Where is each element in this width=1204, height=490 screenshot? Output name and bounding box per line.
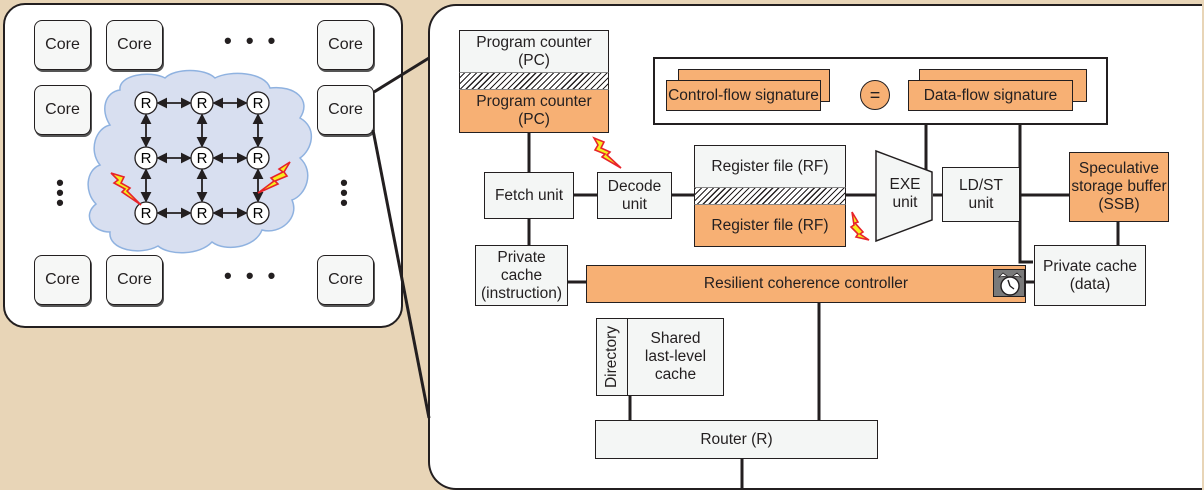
router-node-label: R: [141, 205, 152, 222]
router-node[interactable]: [190, 146, 214, 170]
router-node-label: R: [253, 95, 264, 112]
private-cache-data[interactable]: Private cache (data): [1034, 245, 1146, 306]
router-node[interactable]: [134, 146, 158, 170]
register-file-primary[interactable]: Register file (RF): [694, 145, 846, 187]
speculative-storage-buffer[interactable]: Speculative storage buffer (SSB): [1069, 152, 1169, 222]
decode-label-2: unit: [622, 195, 647, 213]
core-r2cn-selected[interactable]: Core: [317, 85, 374, 135]
ldst-unit[interactable]: LD/ST unit: [942, 167, 1020, 222]
core-r1c2[interactable]: Core: [106, 20, 163, 70]
core-rncn[interactable]: Core: [317, 255, 374, 305]
core-label: Core: [328, 101, 363, 118]
horizontal-ellipsis-top: • • •: [224, 28, 280, 53]
ssb-label-3: (SSB): [1098, 196, 1140, 213]
core-r1c1[interactable]: Core: [34, 20, 91, 70]
register-file-redundant[interactable]: Register file (RF): [694, 205, 846, 247]
llc-label-3: cache: [654, 366, 697, 383]
router-node[interactable]: [246, 201, 270, 225]
exe-unit[interactable]: EXE unit: [876, 176, 934, 216]
compare-equal-icon: =: [860, 80, 890, 110]
router-node[interactable]: [190, 91, 214, 115]
router-node-label: R: [141, 150, 152, 167]
vertical-ellipsis-right: •••: [340, 170, 348, 215]
core-label: Core: [45, 271, 80, 288]
router-node[interactable]: [134, 201, 158, 225]
fetch-unit[interactable]: Fetch unit: [484, 172, 574, 219]
router-node[interactable]: [246, 91, 270, 115]
icache-label-2: (instruction): [481, 284, 562, 302]
equal-symbol: =: [869, 84, 881, 105]
dcache-label-2: (data): [1069, 275, 1111, 293]
zoom-connector-top: [373, 56, 430, 94]
alarm-clock-glyph: [997, 272, 1023, 296]
router-node-label: R: [253, 205, 264, 222]
router-node-label: R: [197, 205, 208, 222]
lightning-bolt-icon: [257, 161, 291, 194]
vertical-ellipsis-left: •••: [56, 170, 64, 215]
horizontal-ellipsis-bottom: • • •: [224, 263, 280, 288]
ssb-label-2: storage buffer: [1071, 178, 1167, 195]
core-label: Core: [117, 271, 152, 288]
lightning-bolt-icon: [592, 136, 622, 169]
router-node-label: R: [253, 150, 264, 167]
router-node[interactable]: [246, 146, 270, 170]
resilient-coherence-controller[interactable]: Resilient coherence controller: [586, 265, 1026, 303]
core-rnc2[interactable]: Core: [106, 255, 163, 305]
program-counter-primary[interactable]: Program counter (PC): [459, 30, 609, 72]
data-flow-signature[interactable]: Data-flow signature: [908, 80, 1073, 111]
alarm-clock-icon: [993, 269, 1025, 297]
ldst-label-1: LD/ST: [959, 176, 1003, 194]
core-label: Core: [45, 101, 80, 118]
decode-label-1: Decode: [607, 177, 662, 195]
core-label: Core: [328, 36, 363, 53]
dcache-label-1: Private cache: [1043, 257, 1137, 275]
core-label: Core: [45, 36, 80, 53]
program-counter-redundant[interactable]: Program counter (PC): [459, 90, 609, 133]
zoom-connector-bottom: [371, 129, 431, 419]
router-node-label: R: [197, 95, 208, 112]
private-cache-instruction[interactable]: Private cache (instruction): [475, 245, 568, 306]
router-node[interactable]: [134, 91, 158, 115]
ssb-label-1: Speculative: [1078, 160, 1160, 177]
decode-unit[interactable]: Decode unit: [597, 172, 672, 219]
core-r1cn[interactable]: Core: [317, 20, 374, 70]
core-r2c1[interactable]: Core: [34, 85, 91, 135]
router-node-label: R: [197, 150, 208, 167]
exe-label-1: EXE: [889, 176, 921, 193]
shared-last-level-cache[interactable]: Shared last-level cache: [627, 318, 724, 396]
icache-label-1: Private cache: [497, 248, 546, 284]
core-label: Core: [117, 36, 152, 53]
llc-label-2: last-level: [644, 348, 707, 365]
core-rnc1[interactable]: Core: [34, 255, 91, 305]
exe-label-2: unit: [892, 194, 918, 211]
router-node-label: R: [141, 95, 152, 112]
core-label: Core: [328, 271, 363, 288]
control-flow-signature[interactable]: Control-flow signature: [666, 80, 821, 111]
lightning-bolt-icon: [110, 172, 142, 206]
lightning-bolt-icon: [849, 211, 870, 241]
rf-hatch-divider: [694, 187, 846, 205]
coherence-label: Resilient coherence controller: [703, 275, 909, 292]
router[interactable]: Router (R): [595, 420, 878, 459]
ldst-label-2: unit: [968, 194, 994, 212]
pc-hatch-divider: [459, 72, 609, 90]
router-mesh: R R R R R R R R R: [134, 91, 270, 225]
llc-label-1: Shared: [650, 330, 701, 347]
router-node[interactable]: [190, 201, 214, 225]
directory[interactable]: Directory: [596, 318, 628, 396]
